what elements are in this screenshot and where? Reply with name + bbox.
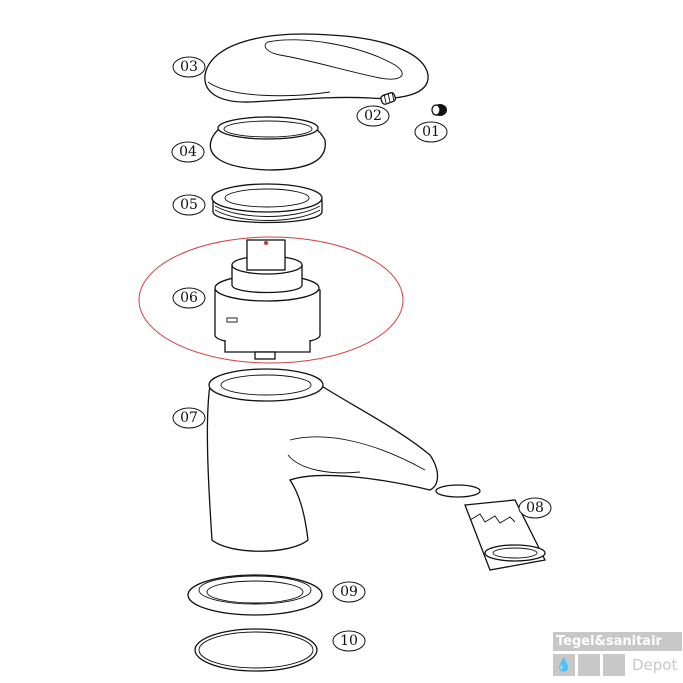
- watermark-logo: Tegel&sanitair 💧 Depot: [553, 632, 682, 676]
- svg-text:02: 02: [364, 108, 382, 124]
- svg-text:04: 04: [179, 144, 197, 160]
- label-07: 07: [172, 407, 206, 429]
- watermark-square: [603, 654, 625, 676]
- part-05-nut: [211, 183, 323, 224]
- watermark-brand: Tegel&sanitair: [553, 632, 682, 651]
- label-09: 09: [332, 581, 366, 603]
- part-06-cartridge: [214, 239, 321, 360]
- label-04: 04: [171, 141, 205, 163]
- svg-text:07: 07: [180, 410, 198, 426]
- part-10-oring: [194, 628, 318, 672]
- label-01: 01: [414, 121, 448, 143]
- label-06: 06: [172, 287, 206, 309]
- part-03-handle: [204, 33, 429, 103]
- label-08: 08: [518, 497, 552, 519]
- part-08-aerator: [435, 484, 546, 571]
- label-02: 02: [356, 105, 390, 127]
- highlight-ellipse: [138, 236, 404, 364]
- label-10: 10: [332, 630, 366, 652]
- part-07-body: [206, 368, 439, 552]
- svg-text:09: 09: [340, 584, 358, 600]
- svg-text:10: 10: [340, 633, 358, 649]
- part-09-washer: [187, 574, 323, 616]
- svg-text:03: 03: [180, 59, 198, 75]
- label-05: 05: [172, 194, 206, 216]
- watermark-square: [578, 654, 600, 676]
- svg-text:05: 05: [180, 197, 198, 213]
- svg-text:06: 06: [180, 290, 198, 306]
- part-02-screw: [380, 91, 397, 105]
- watermark-sub: Depot: [632, 656, 678, 674]
- part-01-cap: [431, 104, 447, 116]
- svg-text:01: 01: [422, 124, 440, 140]
- label-03: 03: [172, 56, 206, 78]
- svg-text:08: 08: [526, 500, 544, 516]
- water-drop-icon: 💧: [553, 654, 575, 676]
- part-04-cover: [209, 116, 326, 171]
